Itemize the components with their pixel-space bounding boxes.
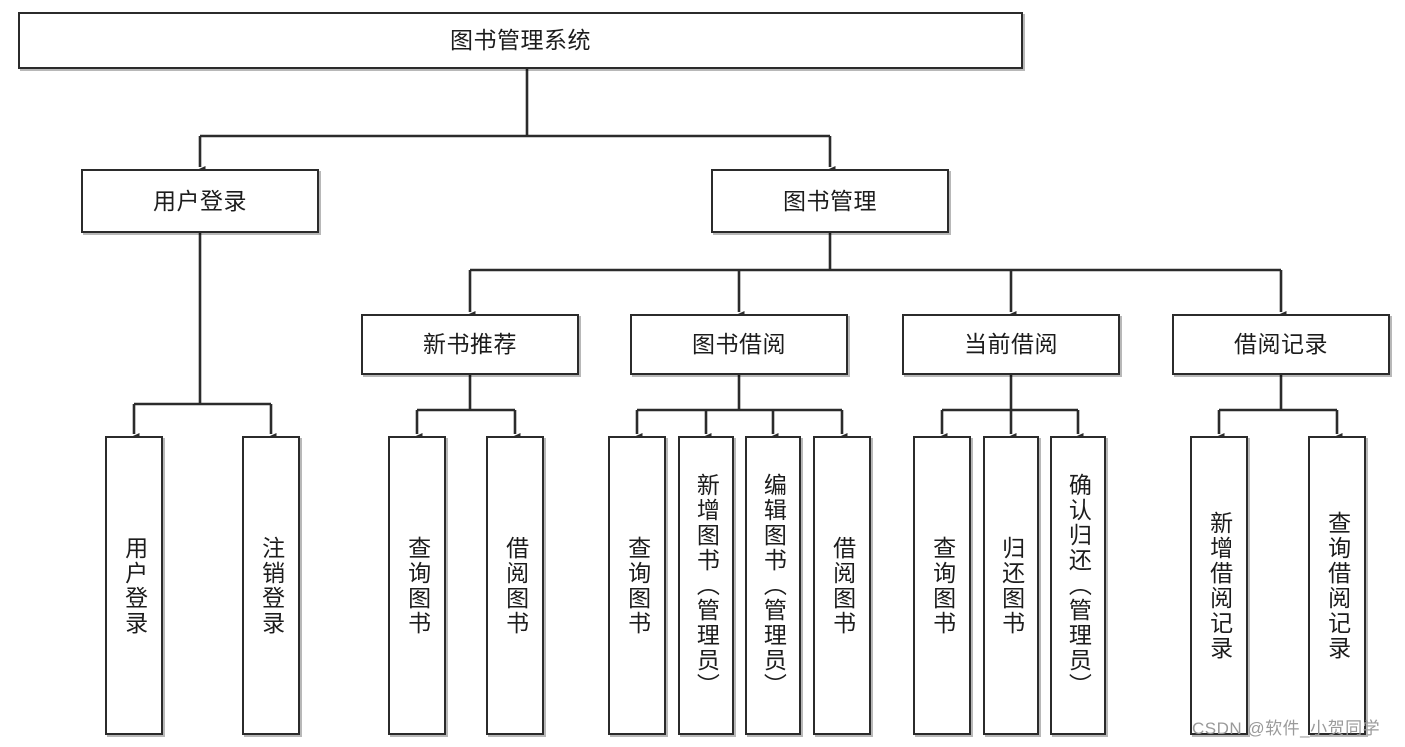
node-user-login[interactable]: 用户登录 xyxy=(81,169,319,233)
node-current-borrow[interactable]: 当前借阅 xyxy=(902,314,1120,375)
node-label: 归还图书 xyxy=(998,535,1025,636)
node-label: 图书管理 xyxy=(783,187,877,214)
node-label: 编辑图书（管理员） xyxy=(760,473,787,698)
node-leaf-add-book-admin[interactable]: 新增图书（管理员） xyxy=(678,436,734,735)
node-label: 新增图书（管理员） xyxy=(693,473,720,698)
node-leaf-query-borrow-record[interactable]: 查询借阅记录 xyxy=(1308,436,1366,735)
node-leaf-borrow-book[interactable]: 借阅图书 xyxy=(813,436,871,735)
node-leaf-query-book-borrow[interactable]: 查询图书 xyxy=(608,436,666,735)
node-leaf-query-book-recommend[interactable]: 查询图书 xyxy=(388,436,446,735)
node-book-borrow[interactable]: 图书借阅 xyxy=(630,314,848,375)
node-new-book-recommend[interactable]: 新书推荐 xyxy=(361,314,579,375)
node-label: 图书借阅 xyxy=(692,331,786,358)
node-label: 注销登录 xyxy=(258,535,285,636)
node-label: 确认归还（管理员） xyxy=(1065,473,1092,698)
node-leaf-query-book-current[interactable]: 查询图书 xyxy=(913,436,971,735)
node-book-management[interactable]: 图书管理 xyxy=(711,169,949,233)
node-label: 新增借阅记录 xyxy=(1206,510,1233,661)
node-label: 查询图书 xyxy=(404,535,431,636)
node-label: 借阅图书 xyxy=(829,535,856,636)
node-label: 查询借阅记录 xyxy=(1324,510,1351,661)
node-root-book-management-system[interactable]: 图书管理系统 xyxy=(18,12,1023,69)
node-leaf-edit-book-admin[interactable]: 编辑图书（管理员） xyxy=(745,436,801,735)
node-label: 当前借阅 xyxy=(964,331,1058,358)
node-label: 新书推荐 xyxy=(423,331,517,358)
node-label: 查询图书 xyxy=(929,535,956,636)
node-label: 用户登录 xyxy=(153,187,247,214)
node-leaf-confirm-return-admin[interactable]: 确认归还（管理员） xyxy=(1050,436,1106,735)
node-leaf-user-login[interactable]: 用户登录 xyxy=(105,436,163,735)
node-label: 用户登录 xyxy=(121,535,148,636)
node-leaf-return-book[interactable]: 归还图书 xyxy=(983,436,1039,735)
node-leaf-logout-login[interactable]: 注销登录 xyxy=(242,436,300,735)
csdn-watermark: CSDN @软件_小贺同学 xyxy=(1192,719,1381,738)
node-label: 借阅图书 xyxy=(502,535,529,636)
node-label: 图书管理系统 xyxy=(450,27,591,54)
node-borrow-record[interactable]: 借阅记录 xyxy=(1172,314,1390,375)
node-leaf-borrow-book-recommend[interactable]: 借阅图书 xyxy=(486,436,544,735)
node-label: 查询图书 xyxy=(624,535,651,636)
node-leaf-add-borrow-record[interactable]: 新增借阅记录 xyxy=(1190,436,1248,735)
node-label: 借阅记录 xyxy=(1234,331,1328,358)
